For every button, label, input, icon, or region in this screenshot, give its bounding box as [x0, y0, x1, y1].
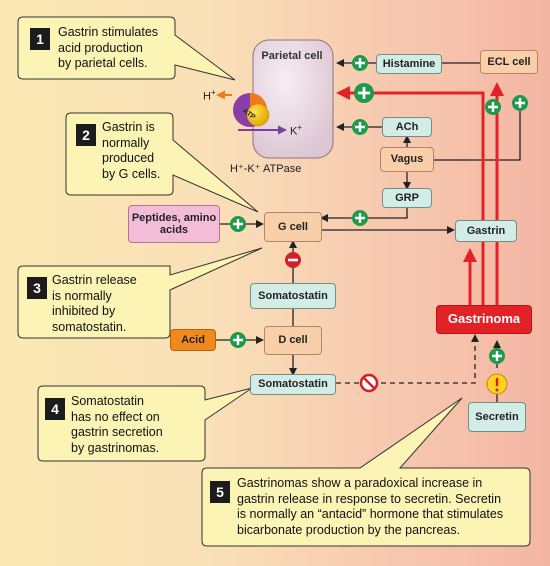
- ecl-cell-box: ECL cell: [480, 50, 538, 74]
- h-ion-label: H+: [203, 88, 216, 103]
- plus-icon: [352, 119, 368, 135]
- callout-1-badge: 1: [30, 28, 50, 50]
- vagus-box: Vagus: [380, 147, 434, 172]
- plus-icon: [485, 99, 501, 115]
- callout-4-badge: 4: [45, 398, 65, 420]
- proton-pump: [216, 90, 287, 135]
- somatostatin-top-box: Somatostatin: [250, 283, 336, 309]
- plus-icon: [230, 216, 246, 232]
- atpase-label: H⁺-K⁺ ATPase: [230, 163, 302, 175]
- gastrin-box: Gastrin: [455, 220, 517, 242]
- callout-5-text: Gastrinomas show a paradoxical increase …: [237, 476, 504, 537]
- plus-icon: [230, 332, 246, 348]
- exclamation-icon: [486, 373, 508, 395]
- no-effect-icon: [359, 373, 379, 393]
- plus-icon: [352, 210, 368, 226]
- callout-2-shape: [65, 112, 259, 213]
- minus-icon: [285, 252, 301, 268]
- callout-5-badge: 5: [210, 481, 230, 503]
- acid-box: Acid: [170, 329, 216, 351]
- histamine-box: Histamine: [376, 54, 442, 74]
- peptides-box: Peptides, amino acids: [128, 205, 220, 243]
- callout-3-shape: [17, 247, 263, 339]
- callout-4-shape: [37, 385, 253, 462]
- ach-box: ACh: [382, 117, 432, 137]
- plus-icon: [489, 348, 505, 364]
- k-ion-label: K+: [290, 123, 303, 138]
- plus-icon: [512, 95, 528, 111]
- callout-5-shape: [201, 397, 531, 547]
- g-cell-box: G cell: [264, 212, 322, 242]
- plus-icon: [354, 83, 374, 103]
- gastrinoma-box: Gastrinoma: [436, 305, 532, 334]
- parietal-cell-label: Parietal cell: [261, 50, 323, 62]
- grp-box: GRP: [382, 188, 432, 208]
- d-cell-box: D cell: [264, 326, 322, 355]
- callout-1-shape: [17, 16, 236, 81]
- plus-icon: [352, 55, 368, 71]
- stimulate-markers: [230, 55, 528, 364]
- somatostatin-bottom-box: Somatostatin: [250, 374, 336, 395]
- secretin-box: Secretin: [468, 402, 526, 432]
- callout-2-badge: 2: [76, 124, 96, 146]
- callout-3-badge: 3: [27, 277, 47, 299]
- dashed-no-effect-line: [336, 334, 479, 384]
